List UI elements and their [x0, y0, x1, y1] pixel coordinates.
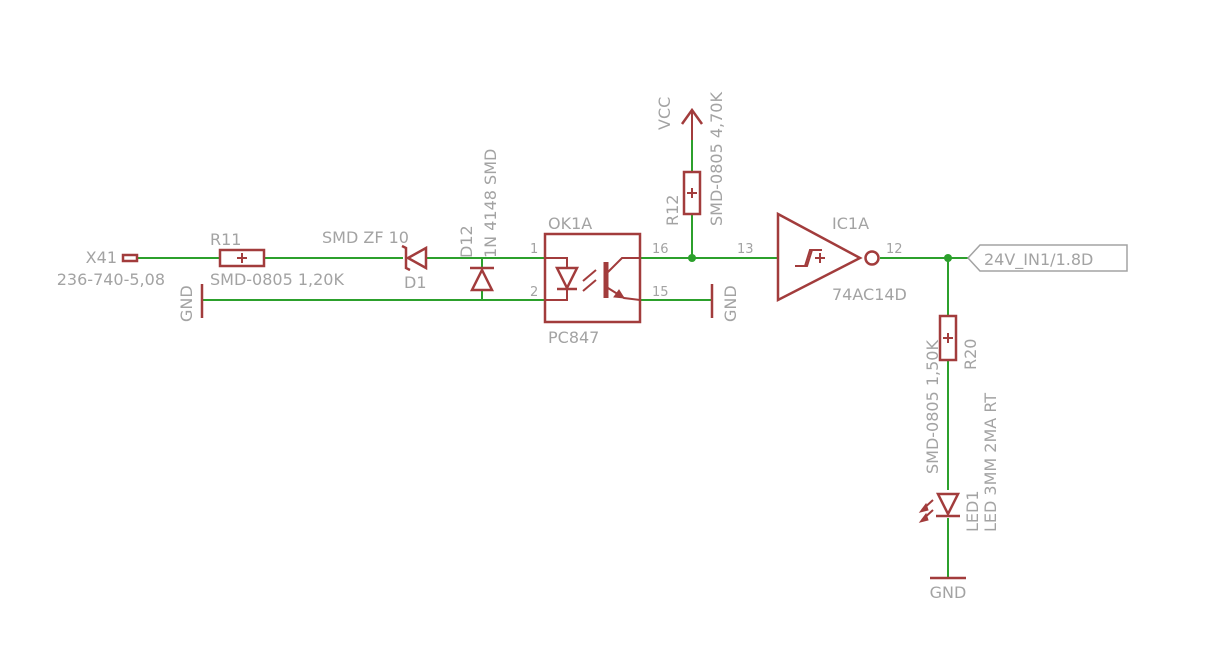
- net-label-text: 24V_IN1/1.8D: [984, 250, 1093, 270]
- connector-pin-icon: [121, 253, 139, 263]
- pin-label: 2: [530, 285, 538, 300]
- connector-x41: X41 236-740-5,08: [57, 248, 165, 289]
- ok1a-ref: OK1A: [548, 214, 592, 233]
- diode-d12: D12 1N 4148 SMD: [457, 149, 500, 292]
- pin-label: 16: [652, 242, 669, 257]
- led-led1: LED1 LED 3MM 2MA RT: [918, 393, 1000, 532]
- r12-ref: R12: [663, 195, 682, 226]
- resistor-r12: R12 SMD-0805 4,70K: [663, 92, 726, 226]
- diode-icon: [469, 267, 495, 292]
- light-arrow-icon: [582, 279, 597, 292]
- r11-value: SMD-0805 1,20K: [210, 270, 344, 289]
- phototransistor-collector: [607, 257, 640, 273]
- resistor-icon: [682, 170, 702, 216]
- r12-value: SMD-0805 4,70K: [707, 92, 726, 226]
- d12-ref: D12: [457, 225, 476, 258]
- light-arrow-icon: [918, 512, 929, 523]
- pin-label: 15: [652, 285, 669, 300]
- r20-ref: R20: [961, 339, 980, 370]
- gnd-bottom-label: GND: [930, 583, 967, 602]
- x41-ref: X41: [86, 248, 117, 267]
- gnd-opto-label: GND: [721, 285, 740, 322]
- gnd-left-label: GND: [177, 285, 196, 322]
- resistor-icon: [218, 248, 266, 268]
- net-flag-icon: [966, 244, 1128, 272]
- hysteresis-icon: [799, 249, 822, 267]
- ic1a-value: 74AC14D: [832, 285, 907, 304]
- d1-value: SMD ZF 10: [322, 228, 409, 247]
- light-arrow-icon: [582, 269, 597, 282]
- led-lead-bottom: [545, 290, 568, 301]
- r20-value: SMD-0805 1,50K: [923, 340, 942, 474]
- resistor-icon: [938, 314, 958, 362]
- junction-dot: [944, 254, 952, 262]
- optocoupler-ok1a: OK1A PC847 1 2 16 15: [530, 214, 669, 347]
- inverter-bubble-icon: [864, 250, 880, 266]
- led-emitter-icon: [554, 266, 580, 291]
- inverter-ic1a: IC1A 74AC14D 13 12: [737, 211, 907, 304]
- led1-value: LED 3MM 2MA RT: [981, 393, 1000, 532]
- pin-label: 12: [886, 242, 903, 257]
- junction-dot: [688, 254, 696, 262]
- light-arrow-icon: [918, 502, 929, 513]
- gnd-opto: GND: [710, 284, 740, 322]
- resistor-r11: R11 SMD-0805 1,20K: [210, 230, 344, 289]
- led-lead-top: [545, 257, 568, 268]
- d12-value: 1N 4148 SMD: [481, 149, 500, 258]
- wires: [138, 140, 968, 578]
- schmitt-inverter-icon: [776, 211, 863, 303]
- gnd-bottom: GND: [930, 576, 967, 602]
- d1-ref: D1: [404, 273, 427, 292]
- hysteresis-icon: [795, 249, 818, 267]
- zener-bar-icon: [401, 244, 411, 272]
- led1-ref: LED1: [963, 490, 982, 532]
- optocoupler-body: [543, 232, 642, 324]
- x41-value: 236-740-5,08: [57, 270, 165, 289]
- zener-diode-icon: [405, 245, 428, 271]
- resistor-r20: R20 SMD-0805 1,50K: [923, 314, 980, 474]
- diode-d1: SMD ZF 10 D1: [322, 228, 428, 292]
- pin-label: 13: [737, 242, 754, 257]
- pin-label: 1: [530, 242, 538, 257]
- r11-ref: R11: [210, 230, 241, 249]
- ok1a-value: PC847: [548, 328, 599, 347]
- emitter-arrow-icon: [613, 289, 625, 299]
- gnd-left: GND: [177, 284, 204, 322]
- vcc-supply: VCC: [655, 97, 704, 140]
- vcc-label: VCC: [655, 97, 674, 130]
- led-icon: [935, 492, 961, 517]
- net-label-24v-in1: 24V_IN1/1.8D: [966, 244, 1128, 272]
- ic1a-ref: IC1A: [832, 214, 869, 233]
